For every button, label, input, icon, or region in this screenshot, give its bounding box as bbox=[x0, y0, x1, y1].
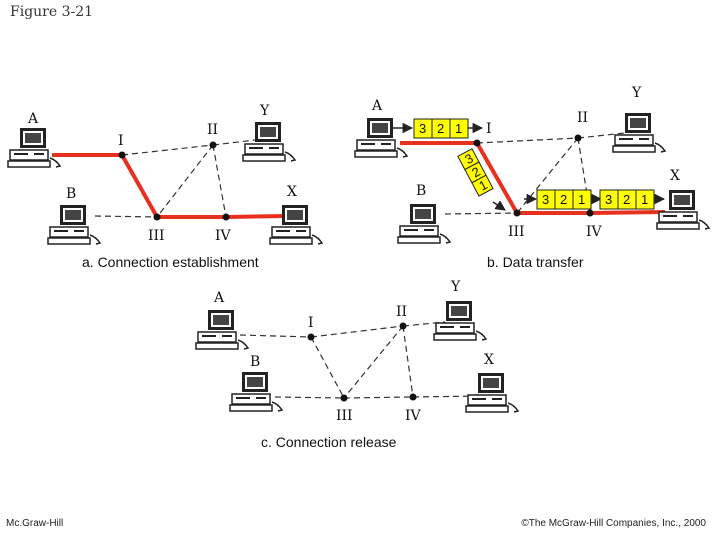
switch-iii bbox=[513, 209, 521, 217]
link-s3-s4 bbox=[343, 396, 414, 399]
switch-iii bbox=[153, 213, 161, 221]
computer-b bbox=[397, 203, 451, 244]
link-b-s3 bbox=[94, 215, 158, 218]
packet-2: 2 bbox=[560, 192, 567, 207]
switch-ii bbox=[574, 134, 582, 142]
switch-i bbox=[307, 333, 315, 341]
label-switch-ii: II bbox=[577, 110, 588, 126]
link-s2-s4 bbox=[402, 325, 414, 398]
label-switch-i: I bbox=[118, 133, 124, 149]
figure-title: Figure 3-21 bbox=[10, 4, 94, 20]
label-switch-i: I bbox=[308, 315, 314, 331]
label-switch-iv: IV bbox=[586, 224, 603, 240]
caption-c: c. Connection release bbox=[261, 434, 397, 450]
link-s2-s4 bbox=[212, 144, 227, 218]
packet-group-a-to-i: 3 2 1 bbox=[413, 118, 469, 139]
computer-x bbox=[269, 204, 323, 245]
label-b: B bbox=[250, 354, 260, 370]
computer-b bbox=[229, 371, 283, 412]
link-s1-s3 bbox=[310, 336, 345, 399]
label-y: Y bbox=[631, 85, 642, 101]
switch-iv bbox=[586, 209, 594, 217]
packet-group-i-to-iii: 3 2 1 bbox=[457, 148, 494, 197]
switch-iv bbox=[409, 393, 417, 401]
label-b: B bbox=[416, 183, 426, 199]
switch-iv bbox=[222, 213, 230, 221]
packet-3: 3 bbox=[542, 192, 549, 207]
computer-x bbox=[656, 189, 710, 230]
computer-a bbox=[354, 117, 408, 158]
link-b-s3 bbox=[274, 396, 345, 399]
computer-b bbox=[47, 204, 101, 245]
label-y: Y bbox=[259, 103, 270, 119]
link-s2-y bbox=[212, 139, 256, 146]
label-b: B bbox=[66, 186, 76, 202]
link-s2-y bbox=[577, 132, 626, 139]
label-switch-iv: IV bbox=[215, 228, 232, 244]
packet-1: 1 bbox=[455, 121, 462, 136]
packet-1: 1 bbox=[578, 192, 585, 207]
packet-1: 1 bbox=[641, 192, 648, 207]
caption-b: b. Data transfer bbox=[487, 254, 584, 270]
label-y: Y bbox=[450, 279, 461, 295]
computer-x bbox=[465, 372, 519, 413]
label-switch-iv: IV bbox=[405, 408, 422, 424]
link-s2-s3 bbox=[156, 144, 214, 218]
footer-publisher: Mc.Graw-Hill bbox=[6, 518, 64, 529]
link-s1-s2 bbox=[121, 144, 214, 156]
panel-data-transfer: 3 2 1 3 2 1 3 2 1 bbox=[354, 85, 710, 270]
link-b-s3 bbox=[444, 212, 518, 215]
label-x: X bbox=[670, 168, 680, 184]
link-a-s1 bbox=[239, 334, 312, 338]
switch-ii bbox=[399, 322, 407, 330]
link-s1-s2 bbox=[476, 137, 579, 144]
computer-a bbox=[7, 127, 61, 168]
label-switch-iii: III bbox=[508, 224, 525, 240]
panel-connection-release: A B Y X I II III IV c. Connection releas… bbox=[195, 279, 519, 450]
switch-ii bbox=[209, 141, 217, 149]
computer-y bbox=[612, 112, 666, 153]
computer-a bbox=[195, 309, 249, 350]
packet-3: 3 bbox=[419, 121, 426, 136]
packet-2: 2 bbox=[623, 192, 630, 207]
switch-iii bbox=[340, 394, 348, 402]
switch-i bbox=[473, 139, 481, 147]
label-switch-iii: III bbox=[148, 228, 165, 244]
established-path bbox=[52, 153, 286, 219]
caption-a: a. Connection establishment bbox=[82, 254, 259, 270]
label-a: A bbox=[371, 98, 383, 114]
computer-y bbox=[242, 121, 296, 162]
link-s1-s2 bbox=[310, 325, 404, 338]
label-switch-ii: II bbox=[207, 122, 218, 138]
link-s2-s3 bbox=[343, 325, 404, 399]
packet-group-iv-to-x: 3 2 1 bbox=[599, 189, 655, 210]
packet-group-iii-to-iv: 3 2 1 bbox=[536, 189, 592, 210]
label-x: X bbox=[484, 352, 494, 368]
label-x: X bbox=[287, 184, 297, 200]
footer-copyright: ©The McGraw-Hill Companies, Inc., 2000 bbox=[521, 518, 706, 529]
label-a: A bbox=[213, 290, 225, 306]
label-switch-ii: II bbox=[396, 304, 407, 320]
label-switch-i: I bbox=[486, 121, 492, 137]
label-a: A bbox=[27, 111, 39, 127]
packet-2: 2 bbox=[437, 121, 444, 136]
packet-3: 3 bbox=[605, 192, 612, 207]
switch-i bbox=[118, 151, 126, 159]
computer-y bbox=[433, 300, 487, 341]
label-switch-iii: III bbox=[336, 408, 353, 424]
panel-connection-establishment: A B Y X I II III IV a. Connection establ… bbox=[7, 103, 323, 270]
